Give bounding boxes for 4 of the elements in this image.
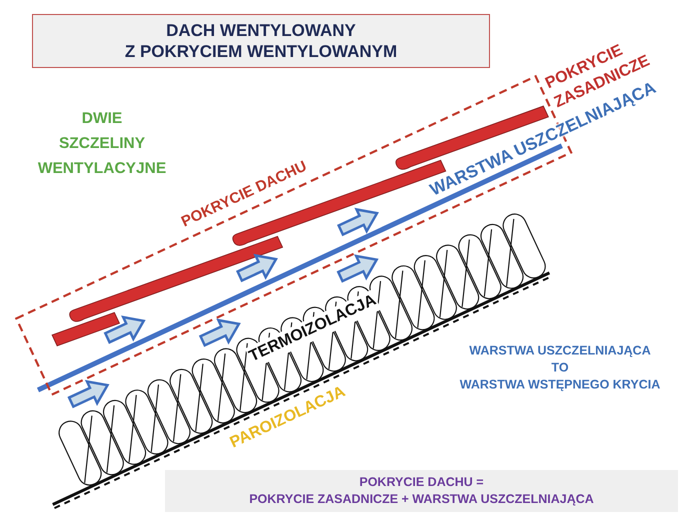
annotation-text: WARSTWA USZCZELNIAJĄCA TO WARSTWA WSTĘPNEGO KRYCIA bbox=[460, 342, 660, 394]
annotation-text: DWIE SZCZELINY WENTYLACYJNE bbox=[38, 108, 166, 178]
title-text: DACH WENTYLOWANY Z POKRYCIEM WENTYLOWANYM bbox=[124, 20, 398, 62]
note-text: POKRYCIE DACHU = POKRYCIE ZASADNICZE + WARSTWA USZCZELNIAJĄCA bbox=[249, 474, 594, 508]
